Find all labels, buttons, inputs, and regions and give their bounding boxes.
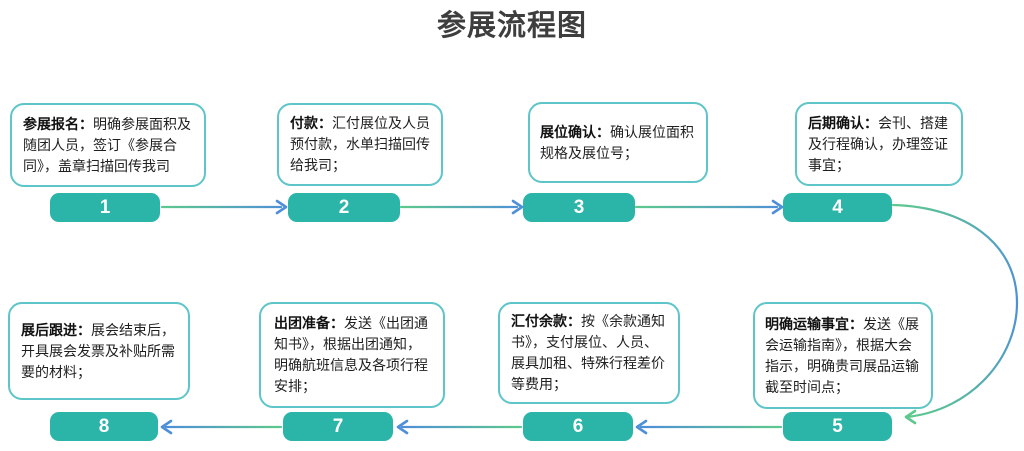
step-desc-7: 发送《出团通知书》，根据出团通知，明确航班信息及各项行程安排； bbox=[274, 315, 428, 394]
step-text-5: 明确运输事宜：发送《展会运输指南》，根据大会指示，明确贵司展品运输截至时间点； bbox=[765, 314, 921, 398]
step-desc-8: 展会结束后，开具展会发票及补贴所需要的材料； bbox=[21, 321, 175, 380]
step-number-2: 2 bbox=[338, 196, 350, 218]
step-text-4: 后期确认：会刊、搭建及行程确认，办理签证事宜； bbox=[808, 113, 950, 176]
step-box-3: 展位确认：确认展位面积规格及展位号； bbox=[528, 102, 708, 183]
step-desc-1: 明确参展面积及随团人员，签订《参展合同》，盖章扫描回传我司 bbox=[23, 115, 191, 174]
arrowhead-left-icon bbox=[904, 409, 917, 425]
step-box-2: 付款：汇付展位及人员预付款，水单扫描回传给我司； bbox=[277, 103, 443, 186]
connector-4-5-curve-top bbox=[891, 203, 1019, 305]
step-number-bar-5: 5 bbox=[783, 412, 892, 441]
step-number-6: 6 bbox=[572, 415, 584, 437]
step-number-bar-3: 3 bbox=[523, 193, 635, 222]
step-desc-3: 确认展位面积规格及展位号； bbox=[540, 123, 694, 161]
step-text-3: 展位确认：确认展位面积规格及展位号； bbox=[540, 122, 696, 164]
step-number-bar-8: 8 bbox=[50, 412, 158, 441]
step-desc-4: 会刊、搭建及行程确认，办理签证事宜； bbox=[808, 114, 948, 173]
arrowhead-right-icon bbox=[275, 199, 288, 215]
step-label-4: 后期确认： bbox=[808, 114, 878, 131]
step-desc-6: 按《余款通知书》，支付展位、人员、展具加租、特殊行程差价等费用； bbox=[511, 313, 665, 392]
step-text-1: 参展报名：明确参展面积及随团人员，签订《参展合同》，盖章扫描回传我司 bbox=[23, 114, 193, 177]
step-label-3: 展位确认： bbox=[540, 123, 610, 140]
arrowhead-left-icon bbox=[635, 419, 648, 435]
step-number-8: 8 bbox=[98, 415, 110, 437]
step-box-4: 后期确认：会刊、搭建及行程确认，办理签证事宜； bbox=[795, 102, 963, 186]
step-number-bar-2: 2 bbox=[288, 193, 400, 222]
step-label-7: 出团准备： bbox=[274, 315, 344, 331]
step-label-2: 付款： bbox=[290, 115, 332, 131]
arrowhead-left-icon bbox=[160, 419, 173, 435]
step-label-5: 明确运输事宜： bbox=[765, 315, 863, 332]
page-title: 参展流程图 bbox=[436, 10, 587, 42]
step-number-5: 5 bbox=[832, 415, 843, 437]
step-number-4: 4 bbox=[832, 196, 843, 218]
step-number-1: 1 bbox=[99, 196, 111, 218]
step-box-6: 汇付余款：按《余款通知书》，支付展位、人员、展具加租、特殊行程差价等费用； bbox=[498, 302, 680, 404]
step-box-7: 出团准备：发送《出团通知书》，根据出团通知，明确航班信息及各项行程安排； bbox=[259, 302, 445, 408]
step-box-1: 参展报名：明确参展面积及随团人员，签订《参展合同》，盖章扫描回传我司 bbox=[10, 103, 206, 187]
step-desc-5: 发送《展会运输指南》，根据大会指示，明确贵司展品运输截至时间点； bbox=[765, 315, 919, 395]
step-number-7: 7 bbox=[332, 415, 344, 437]
step-label-1: 参展报名： bbox=[23, 115, 93, 132]
arrowhead-left-icon bbox=[396, 419, 409, 435]
step-text-7: 出团准备：发送《出团通知书》，根据出团通知，明确航班信息及各项行程安排； bbox=[274, 313, 430, 397]
step-number-bar-7: 7 bbox=[283, 412, 393, 441]
step-number-bar-4: 4 bbox=[783, 193, 892, 222]
step-desc-2: 汇付展位及人员预付款，水单扫描回传给我司； bbox=[290, 115, 430, 173]
step-label-8: 展后跟进： bbox=[21, 321, 91, 338]
step-number-3: 3 bbox=[573, 196, 585, 218]
step-text-8: 展后跟进：展会结束后，开具展会发票及补贴所需要的材料； bbox=[21, 320, 177, 383]
step-number-bar-6: 6 bbox=[523, 412, 633, 441]
arrowhead-right-icon bbox=[771, 199, 784, 215]
step-text-6: 汇付余款：按《余款通知书》，支付展位、人员、展具加租、特殊行程差价等费用； bbox=[511, 311, 667, 395]
step-label-6: 汇付余款： bbox=[511, 313, 581, 329]
arrowhead-right-icon bbox=[511, 199, 524, 215]
step-box-5: 明确运输事宜：发送《展会运输指南》，根据大会指示，明确贵司展品运输截至时间点； bbox=[753, 302, 933, 409]
step-box-8: 展后跟进：展会结束后，开具展会发票及补贴所需要的材料； bbox=[8, 302, 190, 400]
step-text-2: 付款：汇付展位及人员预付款，水单扫描回传给我司； bbox=[290, 113, 430, 176]
step-number-bar-1: 1 bbox=[50, 193, 160, 222]
